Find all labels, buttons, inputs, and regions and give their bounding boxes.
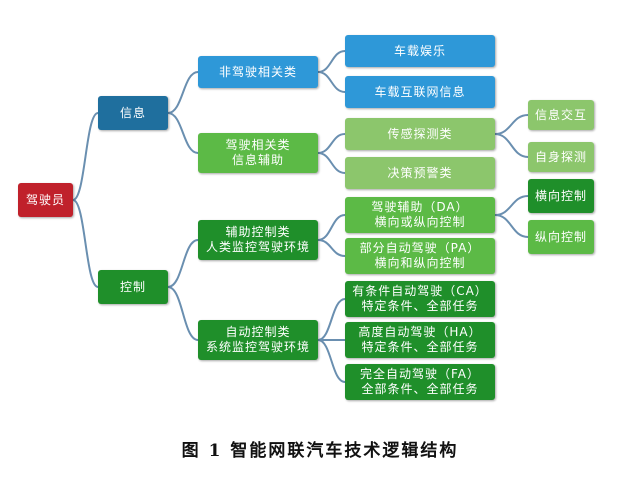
connector-driving_related_info_assist-decision_warning bbox=[317, 152, 346, 174]
node-full-automation: 完全自动驾驶（FA） 全部条件、全部任务 bbox=[345, 364, 495, 400]
node-info-interaction: 信息交互 bbox=[528, 100, 594, 130]
figure-caption: 图 1 智能网联汽车技术逻辑结构 bbox=[181, 441, 459, 461]
node-conditional-automation: 有条件自动驾驶（CA） 特定条件、全部任务 bbox=[345, 281, 495, 317]
connector-assist_control-driver_assistance bbox=[317, 214, 346, 241]
connector-auto_control-full_automation bbox=[317, 339, 346, 383]
node-info: 信息 bbox=[98, 96, 168, 130]
connector-info-driving_related_info_assist bbox=[167, 112, 199, 154]
connector-driver-control bbox=[72, 199, 99, 288]
node-control: 控制 bbox=[98, 270, 168, 304]
node-longitudinal-control: 纵向控制 bbox=[528, 220, 594, 254]
connector-driver_assistance-longitudinal_control bbox=[494, 214, 529, 238]
node-high-automation: 高度自动驾驶（HA） 特定条件、全部任务 bbox=[345, 322, 495, 358]
node-driver: 驾驶员 bbox=[18, 183, 73, 217]
connector-control-auto_control bbox=[167, 286, 199, 341]
node-driver-assistance: 驾驶辅助（DA） 横向或纵向控制 bbox=[345, 197, 495, 233]
node-assist-control: 辅助控制类 人类监控驾驶环境 bbox=[198, 220, 318, 260]
connector-driver_assistance-lateral_control bbox=[494, 195, 529, 216]
node-driving-related-info-assist: 驾驶相关类 信息辅助 bbox=[198, 133, 318, 173]
connector-sensing_detection-info_interaction bbox=[494, 114, 529, 135]
connector-sensing_detection-self_detection bbox=[494, 133, 529, 158]
connector-assist_control-partial_automation bbox=[317, 239, 346, 257]
node-in-vehicle-internet-info: 车载互联网信息 bbox=[345, 76, 495, 108]
node-partial-automation: 部分自动驾驶（PA） 横向和纵向控制 bbox=[345, 238, 495, 274]
node-sensing-detection: 传感探测类 bbox=[345, 118, 495, 150]
node-decision-warning: 决策预警类 bbox=[345, 157, 495, 189]
connector-non_driving_related-in_vehicle_entertainment bbox=[317, 50, 346, 73]
connector-non_driving_related-in_vehicle_internet_info bbox=[317, 71, 346, 93]
node-non-driving-related: 非驾驶相关类 bbox=[198, 56, 318, 88]
connector-control-assist_control bbox=[167, 239, 199, 288]
connector-auto_control-conditional_automation bbox=[317, 298, 346, 341]
connector-info-non_driving_related bbox=[167, 71, 199, 114]
connector-driver-info bbox=[72, 112, 99, 201]
node-in-vehicle-entertainment: 车载娱乐 bbox=[345, 35, 495, 67]
connector-driving_related_info_assist-sensing_detection bbox=[317, 133, 346, 154]
node-auto-control: 自动控制类 系统监控驾驶环境 bbox=[198, 320, 318, 360]
node-self-detection: 自身探测 bbox=[528, 142, 594, 172]
node-lateral-control: 横向控制 bbox=[528, 179, 594, 213]
